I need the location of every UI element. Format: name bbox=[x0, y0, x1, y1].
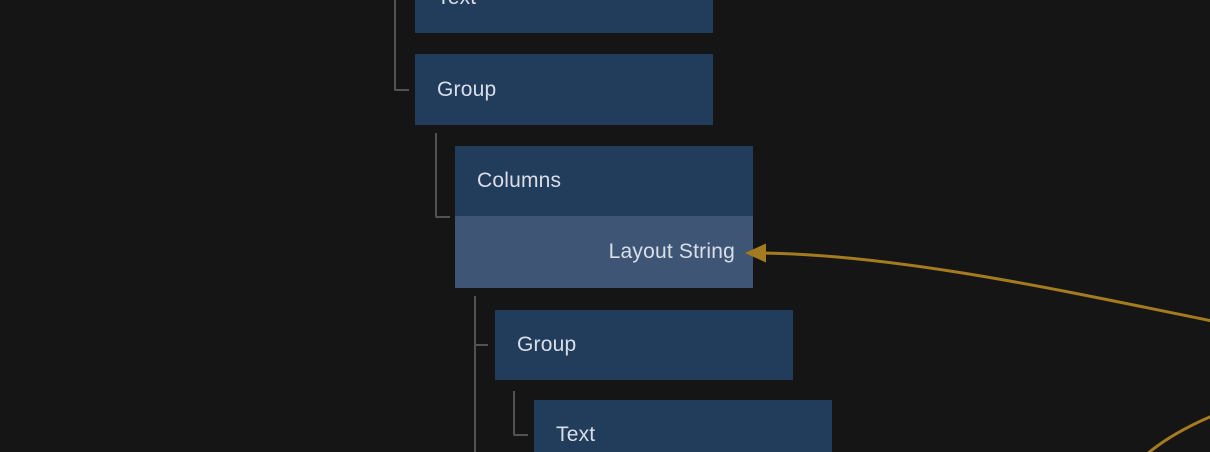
tree-node-group-2[interactable]: Group bbox=[495, 310, 793, 380]
tree-node-label: Text bbox=[556, 423, 596, 446]
tree-connector-elbow bbox=[513, 391, 528, 436]
connection-edge-layout-string[interactable] bbox=[761, 251, 1210, 323]
tree-node-label: Layout String bbox=[608, 240, 735, 263]
tree-node-layout-string[interactable]: Layout String bbox=[455, 216, 753, 288]
tree-connector-line bbox=[474, 296, 476, 452]
tree-node-text-1[interactable]: Text bbox=[415, 0, 713, 33]
tree-connector-stub bbox=[476, 344, 488, 346]
connection-edge-offscreen[interactable] bbox=[1147, 415, 1210, 452]
tree-node-label: Group bbox=[517, 333, 577, 356]
tree-node-label: Columns bbox=[477, 169, 562, 192]
tree-node-text-2[interactable]: Text bbox=[534, 400, 832, 452]
tree-node-group-1[interactable]: Group bbox=[415, 54, 713, 125]
tree-connector-elbow bbox=[394, 0, 409, 91]
tree-node-columns[interactable]: Columns bbox=[455, 146, 753, 216]
tree-node-label: Group bbox=[437, 77, 497, 101]
tree-connector-elbow bbox=[435, 133, 450, 218]
tree-node-label: Text bbox=[437, 0, 476, 10]
